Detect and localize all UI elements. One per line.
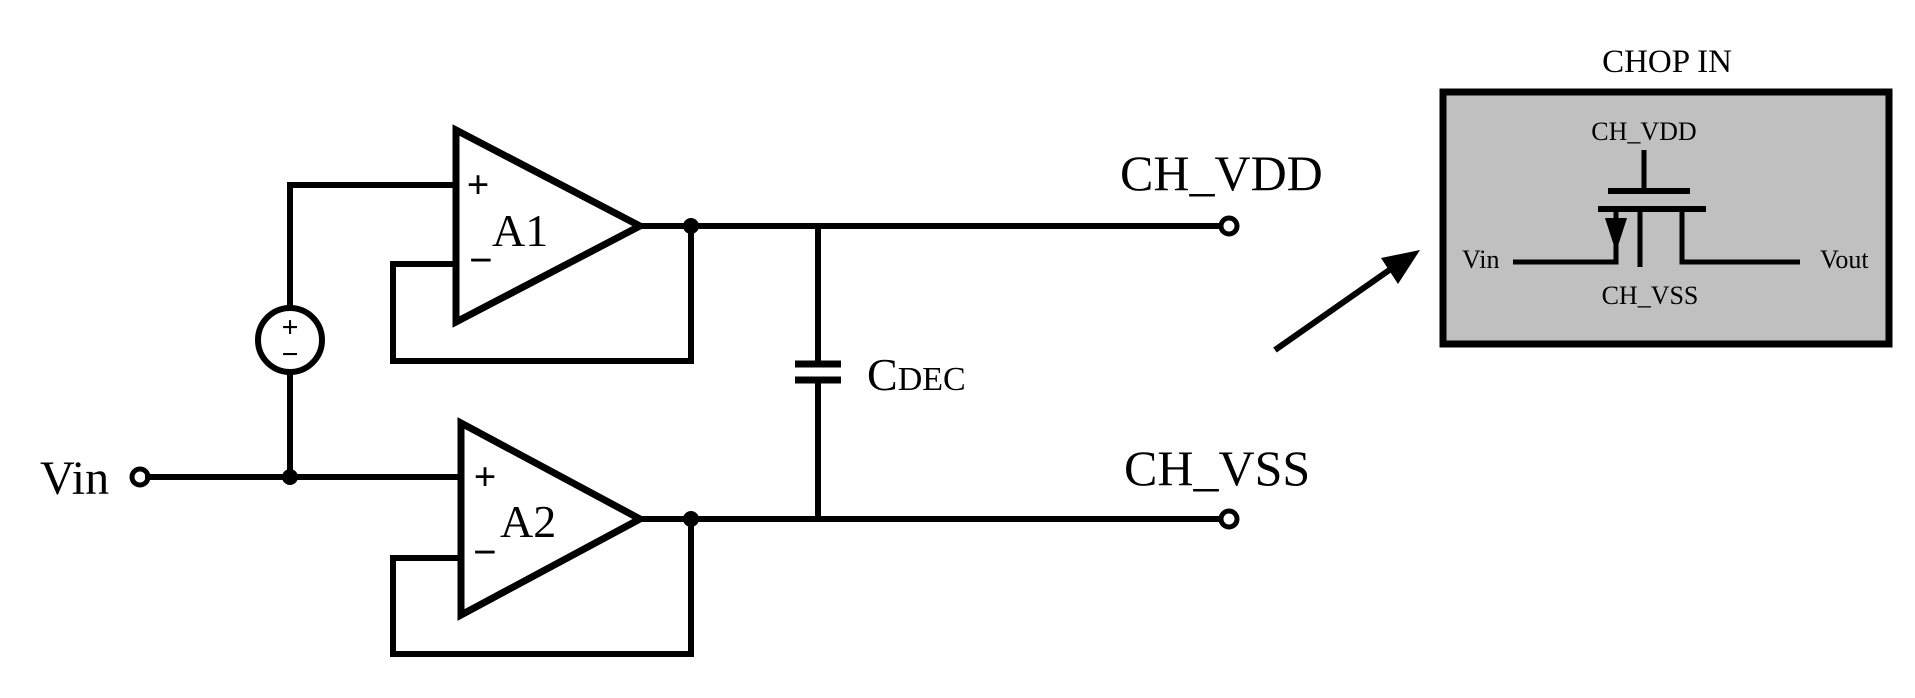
opamp-a1-output-junction [683,218,699,234]
inset-body-label: CH_VSS [1602,281,1699,310]
inset-title: CHOP IN [1602,44,1732,80]
source-minus-sign: − [281,338,298,371]
opamp-a2-triangle [457,417,648,621]
inset-in-label: Vin [1462,245,1499,274]
inset-gate-label: CH_VDD [1591,117,1696,146]
ch-vss-terminal: CH_VSS [1124,440,1310,530]
vin-terminal: Vin [40,452,464,505]
ch-vss-label: CH_VSS [1124,440,1310,496]
opamp-a2-label: A2 [500,496,556,547]
arrow-shaft-icon [1273,261,1400,353]
opamp-a2-plus: + [474,454,497,499]
inset-box [1439,88,1893,348]
dc-source-icon [255,305,325,375]
opamp-a1-feedback [390,223,694,364]
opamp-a1: + − A1 [390,124,1224,364]
opamp-a2-minus: − [473,530,497,576]
cdec-label: CDEC [867,349,966,400]
ch-vdd-terminal: CH_VDD [1120,145,1323,237]
ch-vdd-terminal-dot [1218,215,1240,237]
opamp-a1-triangle [452,124,648,328]
cdec-label-sub: DEC [898,361,966,398]
decoupling-capacitor: CDEC [795,223,966,522]
drain-lead [1679,209,1800,265]
opamp-a2-feedback [390,516,694,657]
body-arrow-icon [1605,218,1627,252]
opamp-a1-label: A1 [492,205,548,256]
dc-source-branch: + − [255,182,459,480]
inset-out-label: Vout [1820,245,1869,274]
chop-in-inset: CHOP IN CH_VDD Vin Vout CH_VSS [1439,44,1893,348]
vin-label: Vin [40,452,109,505]
ch-vdd-label: CH_VDD [1120,145,1323,201]
cdec-label-main: C [867,349,898,400]
zoom-arrow [1273,250,1420,353]
arrow-head-icon [1381,250,1420,284]
source-plus-sign: + [281,311,298,344]
opamp-a1-plus: + [467,162,490,207]
opamp-a2: + − A2 [390,417,1224,657]
opamp-a2-output-junction [683,511,699,527]
ch-vss-terminal-dot [1218,508,1240,530]
opamp-a1-minus: − [469,238,493,284]
